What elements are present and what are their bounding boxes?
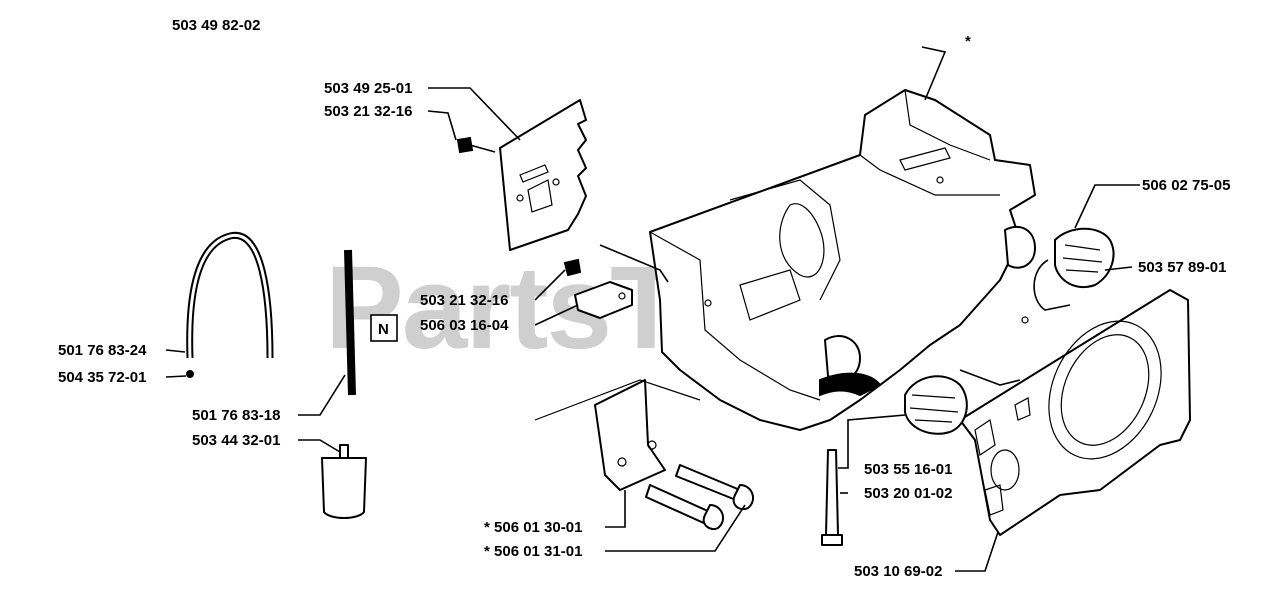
- part-label-506-03-16-04[interactable]: 506 03 16-04: [420, 317, 509, 334]
- av-spring-lever[interactable]: [959, 259, 1071, 386]
- screw-top[interactable]: [456, 136, 496, 154]
- part-label-506-01-30-01[interactable]: * 506 01 30-01: [484, 519, 582, 536]
- leader-lines: [165, 46, 1140, 572]
- part-label-503-21-32-16-top[interactable]: 503 21 32-16: [324, 103, 412, 120]
- part-label-501-76-83-18[interactable]: 501 76 83-18: [192, 407, 280, 424]
- long-screw[interactable]: [821, 449, 843, 546]
- part-label-504-35-72-01[interactable]: 504 35 72-01: [58, 369, 146, 386]
- oil-hose[interactable]: [186, 231, 274, 378]
- part-label-503-21-32-16-mid[interactable]: 503 21 32-16: [420, 292, 508, 309]
- part-label-506-01-31-01[interactable]: * 506 01 31-01: [484, 543, 582, 560]
- part-label-506-02-75-05[interactable]: 506 02 75-05: [1142, 177, 1230, 194]
- part-label-503-20-01-02[interactable]: 503 20 01-02: [864, 485, 952, 502]
- bolt-lower[interactable]: [645, 484, 725, 530]
- block-part[interactable]: [574, 281, 633, 319]
- part-label-503-10-69-02[interactable]: 503 10 69-02: [854, 563, 942, 580]
- crankcase-housing[interactable]: [649, 89, 1036, 431]
- av-buffer-upper[interactable]: [1054, 227, 1115, 288]
- bracket-guide-line: [534, 379, 701, 421]
- part-label-503-57-89-01[interactable]: 503 57 89-01: [1138, 259, 1226, 276]
- part-label-503-44-32-01[interactable]: 503 44 32-01: [192, 432, 280, 449]
- screw-mid[interactable]: [563, 258, 582, 277]
- bracket[interactable]: [594, 379, 666, 491]
- part-label-503-49-25-01[interactable]: 503 49 25-01: [324, 80, 412, 97]
- clutch-cover-plate[interactable]: [959, 289, 1191, 536]
- asterisk-mark: *: [965, 33, 971, 50]
- new-badge: N: [378, 321, 389, 338]
- fuel-filter[interactable]: [321, 444, 367, 519]
- new-badge-box: [370, 314, 398, 342]
- chain-guide-plate[interactable]: [499, 99, 587, 251]
- fuel-hose[interactable]: [344, 249, 356, 396]
- av-buffer-lower[interactable]: [904, 375, 968, 435]
- part-label-501-76-83-24[interactable]: 501 76 83-24: [58, 342, 147, 359]
- bolt-upper[interactable]: [675, 464, 755, 511]
- assembly-number: 503 49 82-02: [172, 17, 260, 34]
- part-label-503-55-16-01[interactable]: 503 55 16-01: [864, 461, 952, 478]
